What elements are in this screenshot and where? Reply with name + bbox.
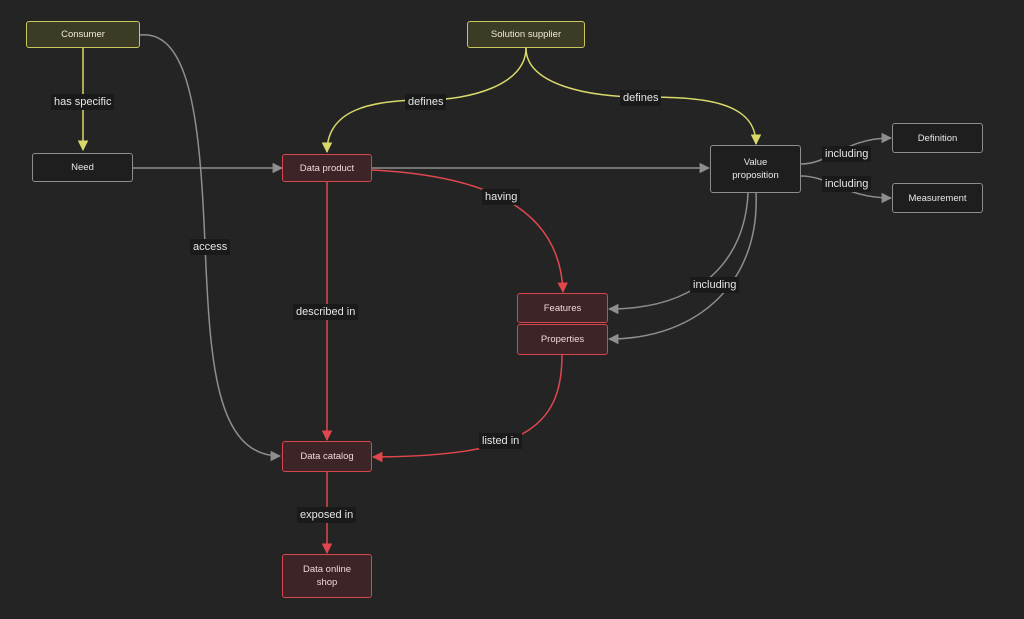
node-measurement[interactable]: Measurement bbox=[892, 183, 983, 213]
edge-properties-catalog bbox=[371, 354, 563, 463]
edge-label-having: having bbox=[482, 189, 521, 205]
node-data-online-shop[interactable]: Data online shop bbox=[282, 554, 372, 598]
node-data-product[interactable]: Data product bbox=[282, 154, 372, 182]
edge-label-described-in: described in bbox=[293, 304, 359, 320]
node-need-label: Need bbox=[71, 162, 94, 173]
edge-product-features bbox=[371, 169, 568, 294]
node-properties-label: Properties bbox=[540, 334, 585, 345]
node-definition-label: Definition bbox=[917, 132, 958, 144]
edge-value-features bbox=[607, 192, 749, 315]
node-value-proposition-label: Value proposition bbox=[732, 157, 779, 181]
node-solution-supplier-label: Solution supplier bbox=[490, 29, 562, 40]
edge-label-including-measurement: including bbox=[822, 176, 872, 192]
node-solution-supplier[interactable]: Solution supplier bbox=[467, 21, 585, 48]
edge-label-defines-product: defines bbox=[405, 94, 447, 110]
edge-value-properties bbox=[607, 192, 757, 345]
node-data-online-shop-label: Data online shop bbox=[302, 564, 352, 588]
node-data-catalog[interactable]: Data catalog bbox=[282, 441, 372, 472]
node-data-catalog-label: Data catalog bbox=[300, 451, 354, 462]
edge-label-has-specific: has specific bbox=[51, 94, 115, 110]
edge-label-exposed-in: exposed in bbox=[297, 507, 357, 523]
edge-label-including-features: including bbox=[690, 277, 740, 293]
node-measurement-label: Measurement bbox=[908, 192, 967, 204]
node-features[interactable]: Features bbox=[517, 293, 608, 323]
node-consumer[interactable]: Consumer bbox=[26, 21, 140, 48]
node-data-product-label: Data product bbox=[299, 162, 355, 174]
node-value-proposition[interactable]: Value proposition bbox=[710, 145, 801, 193]
edge-label-access: access bbox=[190, 239, 231, 255]
node-features-label: Features bbox=[543, 302, 582, 314]
edge-label-listed-in: listed in bbox=[479, 433, 523, 449]
node-properties[interactable]: Properties bbox=[517, 324, 608, 355]
edge-label-including-definition: including bbox=[822, 146, 872, 162]
node-definition[interactable]: Definition bbox=[892, 123, 983, 153]
node-need[interactable]: Need bbox=[32, 153, 133, 182]
node-consumer-label: Consumer bbox=[61, 29, 105, 40]
edge-label-defines-value: defines bbox=[620, 90, 662, 106]
